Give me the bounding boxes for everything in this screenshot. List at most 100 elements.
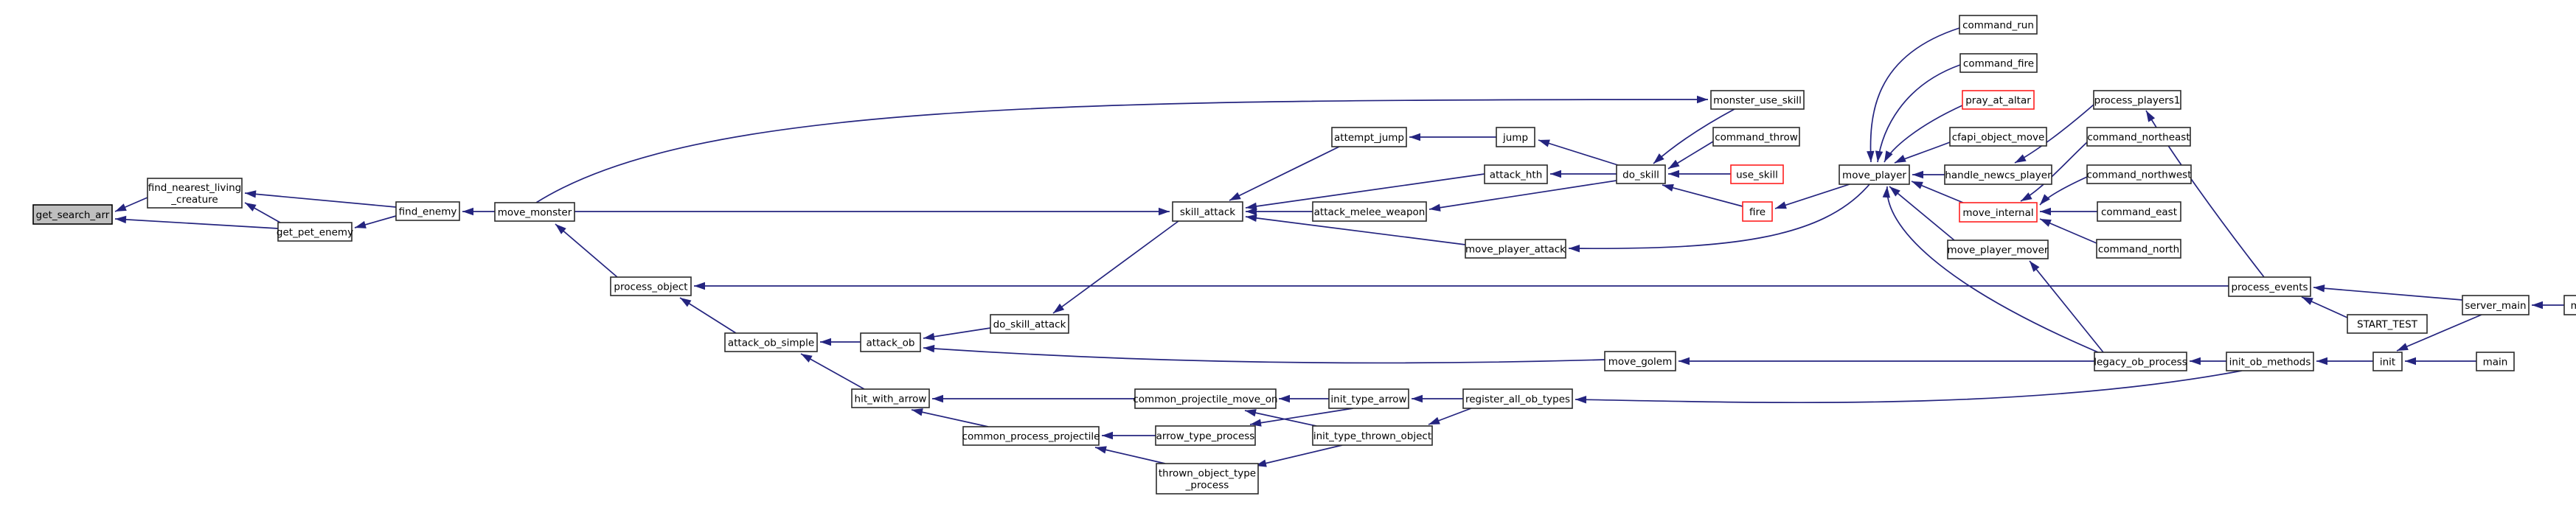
node-box-jump xyxy=(1496,127,1535,147)
node-use_skill[interactable]: use_skill xyxy=(1730,164,1784,184)
arrowhead-main_bottom-to-init xyxy=(2405,357,2416,366)
edge-command_fire-to-move_player xyxy=(1877,64,1961,163)
node-box-move_player_attack xyxy=(1465,239,1566,259)
call-graph-canvas: get_search_arr find_nearest_living_creatu… xyxy=(32,15,2576,495)
node-do_skill_attack[interactable]: do_skill_attack xyxy=(990,314,1069,334)
edge-command_run-to-move_player xyxy=(1869,27,1960,163)
arrowhead-use_skill-to-do_skill xyxy=(1668,170,1679,178)
node-label-init_ob_methods: init_ob_methods xyxy=(2229,356,2311,368)
node-init_type_arrow[interactable]: init_type_arrow xyxy=(1328,388,1409,409)
node-label-find_nearest_living_creature: find_nearest_living_creature xyxy=(148,182,242,206)
node-attack_ob[interactable]: attack_ob xyxy=(860,332,921,352)
node-box-init_ob_methods xyxy=(2226,352,2314,371)
arrowhead-legacy_ob_process-to-move_player xyxy=(1882,186,1891,198)
arrowhead-fire-to-do_skill xyxy=(1662,184,1674,192)
node-main_bottom[interactable]: main xyxy=(2476,352,2515,371)
node-get_search_arr[interactable]: get_search_arr xyxy=(32,204,113,225)
edge-thrown_object_type_process-to-common_process_projectile xyxy=(1094,447,1166,464)
node-move_golem[interactable]: move_golem xyxy=(1604,351,1676,371)
node-process_events[interactable]: process_events xyxy=(2228,276,2311,297)
node-box-move_player_mover xyxy=(1947,240,2049,259)
node-command_east[interactable]: command_east xyxy=(2097,201,2181,222)
node-server_main[interactable]: server_main xyxy=(2462,295,2530,315)
node-move_player[interactable]: move_player xyxy=(1839,164,1910,185)
node-box-process_events xyxy=(2228,276,2311,297)
node-move_monster[interactable]: move_monster xyxy=(494,202,575,222)
arrowhead-attempt_jump-to-skill_attack xyxy=(1229,192,1241,200)
arrowhead-process_events-to-process_object xyxy=(694,282,705,290)
node-command_throw[interactable]: command_throw xyxy=(1712,127,1800,147)
node-fire[interactable]: fire xyxy=(1742,201,1773,222)
node-thrown_object_type_process[interactable]: thrown_object_type_process xyxy=(1156,463,1259,495)
node-box-find_enemy xyxy=(395,201,460,221)
node-monster_use_skill[interactable]: monster_use_skill xyxy=(1710,90,1805,110)
arrowhead-handle_newcs_player-to-move_player xyxy=(1912,170,1923,179)
node-label-command_northwest: command_northwest xyxy=(2086,169,2191,181)
node-box-skill_attack xyxy=(1172,201,1243,222)
node-attack_melee_weapon[interactable]: attack_melee_weapon xyxy=(1312,201,1427,222)
arrowhead-process_object-to-move_monster xyxy=(555,224,566,234)
node-box-command_throw xyxy=(1712,127,1800,147)
node-jump[interactable]: jump xyxy=(1496,127,1535,147)
node-init_ob_methods[interactable]: init_ob_methods xyxy=(2226,352,2314,371)
arrowhead-main_top-to-server_main xyxy=(2532,301,2543,310)
node-label-command_throw: command_throw xyxy=(1715,131,1798,143)
node-attempt_jump[interactable]: attempt_jump xyxy=(1331,127,1407,147)
arrowhead-find_enemy-to-find_nearest_living_creature xyxy=(245,190,257,198)
node-common_projectile_move_on[interactable]: common_projectile_move_on xyxy=(1133,388,1278,409)
node-box-attack_hth xyxy=(1484,164,1548,184)
node-attack_hth[interactable]: attack_hth xyxy=(1484,164,1548,184)
node-find_enemy[interactable]: find_enemy xyxy=(395,201,460,221)
node-box-process_players1 xyxy=(2093,90,2181,110)
arrowhead-command_fire-to-move_player xyxy=(1875,150,1884,162)
node-box-move_internal xyxy=(1959,202,2038,223)
node-legacy_ob_process[interactable]: legacy_ob_process xyxy=(2094,352,2187,371)
node-process_object[interactable]: process_object xyxy=(610,276,692,296)
node-label-common_projectile_move_on: common_projectile_move_on xyxy=(1133,394,1277,405)
node-find_nearest_living_creature[interactable]: find_nearest_living_creature xyxy=(147,178,243,209)
node-move_player_attack[interactable]: move_player_attack xyxy=(1465,239,1566,259)
node-get_pet_enemy[interactable]: get_pet_enemy xyxy=(277,222,353,242)
edge-skill_attack-to-do_skill_attack xyxy=(1052,220,1179,314)
arrowhead-attack_hth-to-skill_attack xyxy=(1246,202,1257,211)
node-box-command_northwest xyxy=(2086,164,2192,184)
node-command_fire[interactable]: command_fire xyxy=(1959,53,2038,73)
node-register_all_ob_types[interactable]: register_all_ob_types xyxy=(1462,388,1573,409)
node-attack_ob_simple[interactable]: attack_ob_simple xyxy=(724,332,818,352)
node-command_northeast[interactable]: command_northeast xyxy=(2086,127,2191,147)
node-common_process_projectile[interactable]: common_process_projectile xyxy=(962,426,1100,446)
arrowhead-move_monster-to-skill_attack xyxy=(1159,207,1170,216)
node-arrow_type_process[interactable]: arrow_type_process xyxy=(1155,425,1256,446)
node-label-move_golem: move_golem xyxy=(1608,356,1673,368)
node-label-main_top: main xyxy=(2571,300,2576,312)
node-pray_at_altar[interactable]: pray_at_altar xyxy=(1962,90,2035,110)
edge-attempt_jump-to-skill_attack xyxy=(1229,146,1340,201)
node-handle_newcs_player[interactable]: handle_newcs_player xyxy=(1944,164,2052,185)
node-skill_attack[interactable]: skill_attack xyxy=(1172,201,1243,222)
arrowhead-get_pet_enemy-to-find_nearest_living_creature xyxy=(245,203,257,212)
node-process_players1[interactable]: process_players1 xyxy=(2093,90,2181,110)
node-label-server_main: server_main xyxy=(2465,300,2526,312)
node-box-attack_melee_weapon xyxy=(1312,201,1427,222)
arrowhead-get_pet_enemy-to-get_search_arr xyxy=(115,215,127,224)
edge-do_skill_attack-to-attack_ob xyxy=(923,327,991,339)
node-main_top[interactable]: main xyxy=(2563,295,2576,315)
node-cfapi_object_move[interactable]: cfapi_object_move xyxy=(1949,127,2047,147)
node-command_run[interactable]: command_run xyxy=(1959,15,2038,35)
node-move_player_mover[interactable]: move_player_mover xyxy=(1947,240,2049,259)
node-command_northwest[interactable]: command_northwest xyxy=(2086,164,2192,184)
node-box-common_process_projectile xyxy=(962,426,1100,446)
node-label-move_monster: move_monster xyxy=(498,206,572,218)
node-label-command_northeast: command_northeast xyxy=(2087,131,2190,143)
node-move_internal[interactable]: move_internal xyxy=(1959,202,2038,223)
node-command_north[interactable]: command_north xyxy=(2096,239,2181,259)
node-box-command_fire xyxy=(1959,53,2038,73)
node-hit_with_arrow[interactable]: hit_with_arrow xyxy=(851,388,930,408)
node-START_TEST[interactable]: START_TEST xyxy=(2347,314,2428,334)
node-init[interactable]: init xyxy=(2372,352,2403,371)
node-do_skill[interactable]: do_skill xyxy=(1616,164,1666,184)
node-init_type_thrown_object[interactable]: init_type_thrown_object xyxy=(1312,425,1433,446)
call-graph-figure: get_search_arr find_nearest_living_creatu… xyxy=(29,12,2576,498)
edge-move_player_mover-to-move_player xyxy=(1889,186,1955,241)
node-label-START_TEST: START_TEST xyxy=(2357,318,2418,330)
